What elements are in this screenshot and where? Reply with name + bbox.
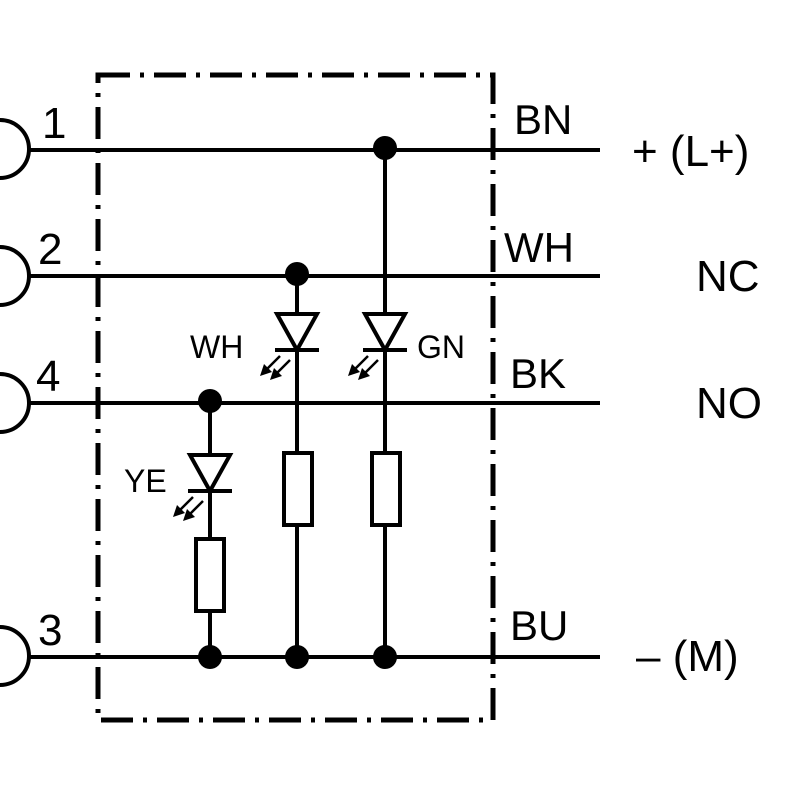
ye-resistor-icon <box>194 537 226 613</box>
ye-led-icon <box>173 453 234 521</box>
pin-2-socket <box>0 245 31 307</box>
gn-led-icon <box>348 312 409 380</box>
ye-led-label: YE <box>124 463 167 499</box>
pin-4-wire-color: BK <box>510 350 566 397</box>
pin-1-function: + (L+) <box>632 127 749 176</box>
pin-1-socket <box>0 118 31 180</box>
pin-3-wire-color: BU <box>510 602 568 649</box>
pin-3-socket <box>0 625 31 687</box>
housing-outline <box>95 72 496 723</box>
wh-junction-bottom <box>285 645 309 669</box>
ye-junction-bottom <box>198 645 222 669</box>
pin-4-socket <box>0 372 31 434</box>
pin-4-function: NO <box>696 379 762 428</box>
pin-1-wire-color: BN <box>514 96 572 143</box>
ye-junction-top <box>198 389 222 413</box>
wh-resistor-icon <box>282 451 314 527</box>
pin-1-number: 1 <box>42 99 66 148</box>
gn-resistor-icon <box>370 451 402 527</box>
wh-led-label: WH <box>190 329 243 365</box>
gn-led-label: GN <box>417 329 465 365</box>
pin-2-wire-color: WH <box>504 224 574 271</box>
pin-2-number: 2 <box>38 225 62 274</box>
pin-4-number: 4 <box>36 352 60 401</box>
wh-junction-top <box>285 262 309 286</box>
pin-3-number: 3 <box>38 606 62 655</box>
wh-led-icon <box>260 312 321 380</box>
gn-junction-top <box>373 136 397 160</box>
gn-junction-bottom <box>373 645 397 669</box>
pin-2-function: NC <box>696 252 760 301</box>
pin-3-function: – (M) <box>636 632 739 681</box>
